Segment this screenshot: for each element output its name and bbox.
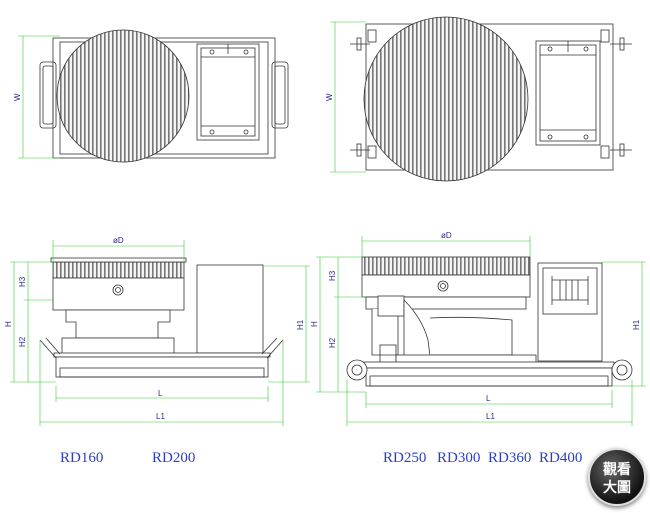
height1-label-small: H1 <box>296 319 305 330</box>
view-large-image-button[interactable]: 觀看 大圖 <box>588 448 646 506</box>
length-label-large: L <box>486 394 491 403</box>
model-link-rd250[interactable]: RD250 <box>383 450 427 466</box>
height-label-large: H <box>310 321 319 327</box>
length1-label-large: L1 <box>486 412 495 421</box>
width-label-large: W <box>325 93 334 101</box>
model-link-rd360[interactable]: RD360 <box>488 450 532 466</box>
model-link-rd400[interactable]: RD400 <box>539 450 583 466</box>
diameter-label-large: øD <box>441 231 452 240</box>
top-view-large <box>350 16 632 182</box>
side-dimensions-small <box>10 240 310 426</box>
height3-label-small: H3 <box>18 276 27 287</box>
height-label-small: H <box>4 321 13 327</box>
model-link-rd160[interactable]: RD160 <box>60 450 104 466</box>
height3-label-large: H3 <box>328 270 337 281</box>
top-view-small <box>39 29 289 163</box>
width-dimension-large <box>330 21 366 173</box>
length1-label-small: L1 <box>156 412 165 421</box>
model-link-rd200[interactable]: RD200 <box>152 450 196 466</box>
height2-label-large: H2 <box>328 337 337 348</box>
side-view-small <box>39 257 284 378</box>
width-dimension-small <box>18 35 60 159</box>
zoom-badge-line2: 大圖 <box>603 480 631 496</box>
height2-label-small: H2 <box>18 336 27 347</box>
diameter-label-small: øD <box>113 236 124 245</box>
width-label-small: W <box>13 93 22 101</box>
height1-label-large: H1 <box>632 319 641 330</box>
side-dimensions-large <box>316 236 646 426</box>
model-link-rd300[interactable]: RD300 <box>437 450 481 466</box>
length-label-small: L <box>158 389 163 398</box>
side-view-large <box>346 256 633 387</box>
zoom-badge-line1: 觀看 <box>603 462 631 478</box>
